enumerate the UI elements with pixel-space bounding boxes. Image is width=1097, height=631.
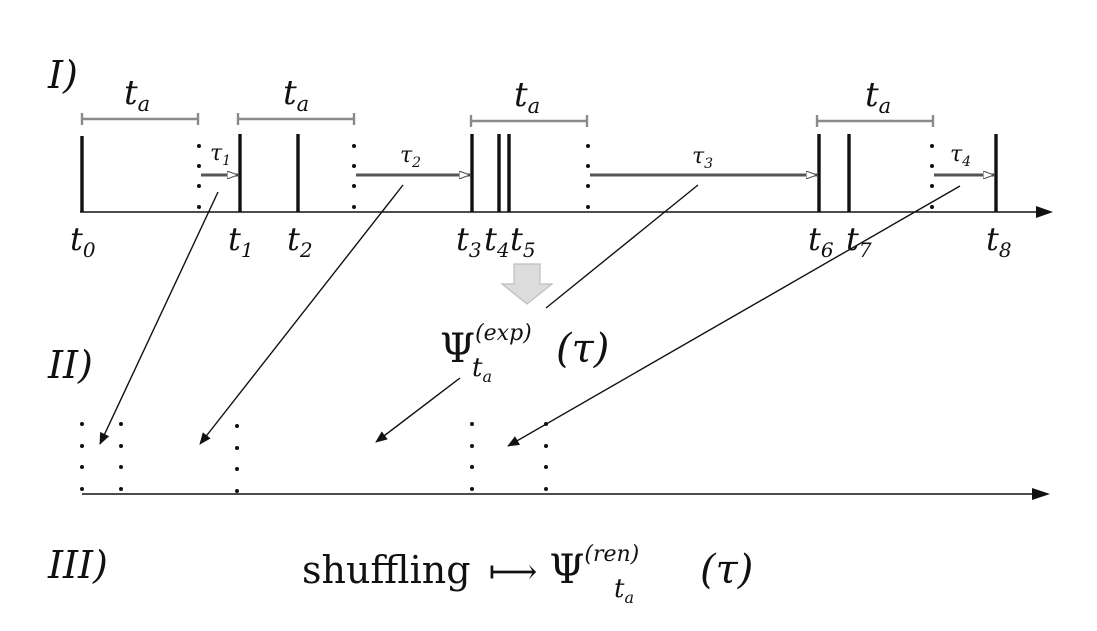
- mapping-arrows: [99, 184, 961, 447]
- svg-text:ta: ta: [865, 75, 891, 118]
- bottom-dots-3: [235, 424, 239, 493]
- window-bar-2: [236, 113, 356, 125]
- window-label-2: ta: [283, 73, 309, 116]
- time-label-t6: t6: [808, 220, 834, 262]
- top-axis-arrowhead: [1036, 206, 1053, 218]
- dots-end-window-4: [930, 144, 934, 209]
- time-label-t8: t8: [986, 220, 1012, 262]
- panel-label-one: I): [47, 53, 78, 97]
- dots-end-window-1: [197, 144, 201, 209]
- tau-label-1: τ1: [210, 141, 231, 169]
- bottom-dots-5: [544, 422, 548, 491]
- map-arrow-tau3: [545, 184, 699, 309]
- time-label-t1: t1: [228, 220, 254, 262]
- map-arrow-psi: [375, 377, 461, 443]
- bottom-axis-arrowhead: [1032, 488, 1050, 500]
- window-bars: [80, 113, 935, 127]
- bottom-dots-4: [470, 422, 474, 491]
- svg-text:ta: ta: [283, 73, 309, 116]
- tau-label-2: τ2: [400, 143, 421, 171]
- window-label-3: ta: [514, 75, 540, 118]
- window-bar-1: [80, 113, 200, 125]
- time-label-t0: t0: [70, 220, 96, 262]
- map-arrow-tau1: [99, 191, 219, 445]
- window-bar-3: [469, 115, 589, 127]
- map-arrow-tau2: [199, 184, 404, 445]
- panel-label-three: III): [47, 543, 108, 587]
- svg-text:ta: ta: [514, 75, 540, 118]
- shuffling-formula: shuffling⟼Ψ(ren)ta(τ): [302, 542, 753, 607]
- window-label-1: ta: [124, 73, 150, 116]
- map-arrow-tau4: [507, 185, 961, 447]
- event-lines: [80, 134, 998, 212]
- time-label-t2: t2: [287, 220, 313, 262]
- bottom-dots-1: [80, 422, 84, 491]
- down-arrow-icon: [500, 263, 554, 305]
- psi-exp-formula: Ψ(exp)ta(τ): [440, 321, 609, 386]
- panel-label-two: II): [47, 343, 93, 387]
- svg-text:ta: ta: [124, 73, 150, 116]
- bottom-dots-2: [119, 422, 123, 491]
- dots-end-window-2: [352, 144, 356, 209]
- window-label-4: ta: [865, 75, 891, 118]
- time-label-t3: t3: [456, 220, 482, 262]
- bottom-dotted-markers: [80, 422, 548, 493]
- dots-end-window-3: [586, 144, 590, 209]
- time-label-t5: t5: [510, 220, 536, 262]
- time-label-t4: t4: [484, 220, 510, 262]
- time-label-t7: t7: [846, 220, 872, 262]
- top-dotted-markers: [197, 144, 934, 209]
- window-bar-4: [815, 115, 935, 127]
- tau-label-3: τ3: [692, 144, 713, 172]
- tau-label-4: τ4: [950, 142, 971, 170]
